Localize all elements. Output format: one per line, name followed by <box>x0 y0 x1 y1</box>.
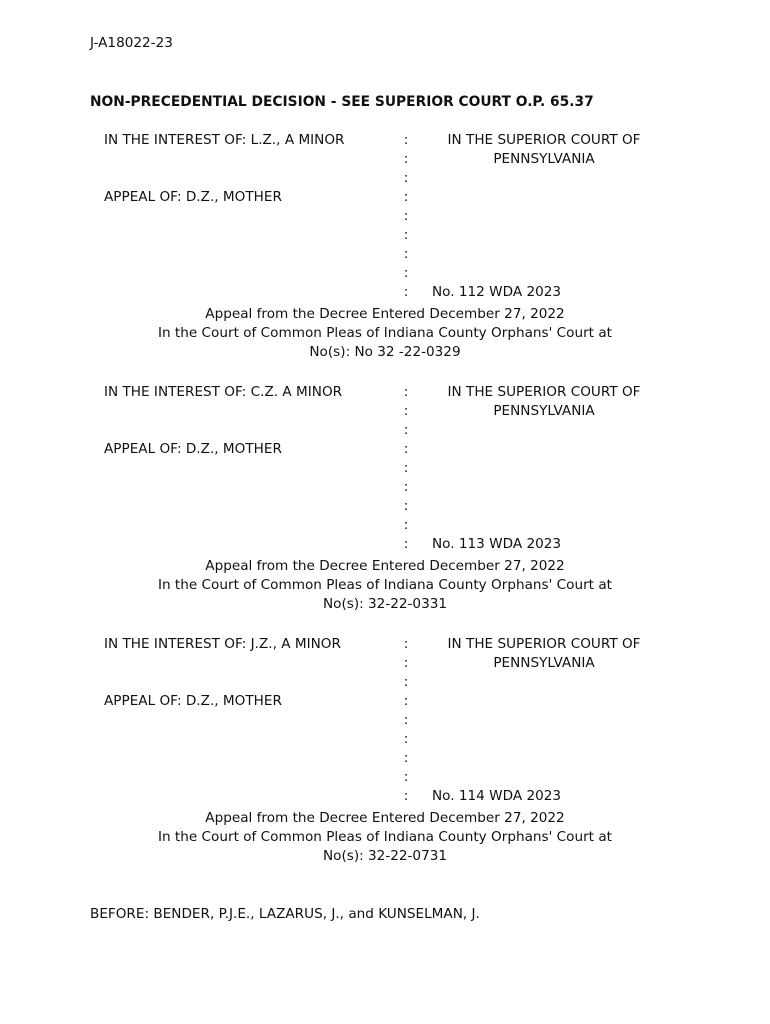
appeal-info: Appeal from the Decree Entered December … <box>157 558 612 612</box>
document-id: J-A18022-23 <box>90 35 173 51</box>
appeal-info: Appeal from the Decree Entered December … <box>157 810 612 864</box>
appeal-info: Appeal from the Decree Entered December … <box>157 306 612 360</box>
appeal-of: APPEAL OF: D.Z., MOTHER <box>104 189 282 205</box>
appeal-of: APPEAL OF: D.Z., MOTHER <box>104 693 282 709</box>
appeal-of: APPEAL OF: D.Z., MOTHER <box>104 441 282 457</box>
docket-number: No. 112 WDA 2023 <box>432 284 562 300</box>
colon-divider: ::::::::: <box>403 384 409 552</box>
colon-divider: ::::::::: <box>403 132 409 300</box>
interest-of: IN THE INTEREST OF: C.Z. A MINOR <box>104 384 343 400</box>
colon-divider: ::::::::: <box>403 636 409 804</box>
docket-number: No. 113 WDA 2023 <box>432 536 562 552</box>
interest-of: IN THE INTEREST OF: J.Z., A MINOR <box>104 636 341 652</box>
docket-number: No. 114 WDA 2023 <box>432 788 562 804</box>
panel-judges: BEFORE: BENDER, P.J.E., LAZARUS, J., and… <box>90 906 480 922</box>
interest-of: IN THE INTEREST OF: L.Z., A MINOR <box>104 132 345 148</box>
case-caption-3: IN THE INTEREST OF: J.Z., A MINOR APPEAL… <box>0 635 770 895</box>
decision-title: NON-PRECEDENTIAL DECISION - SEE SUPERIOR… <box>90 94 594 110</box>
case-caption-1: IN THE INTEREST OF: L.Z., A MINOR APPEAL… <box>0 131 770 391</box>
case-caption-2: IN THE INTEREST OF: C.Z. A MINOR APPEAL … <box>0 383 770 643</box>
